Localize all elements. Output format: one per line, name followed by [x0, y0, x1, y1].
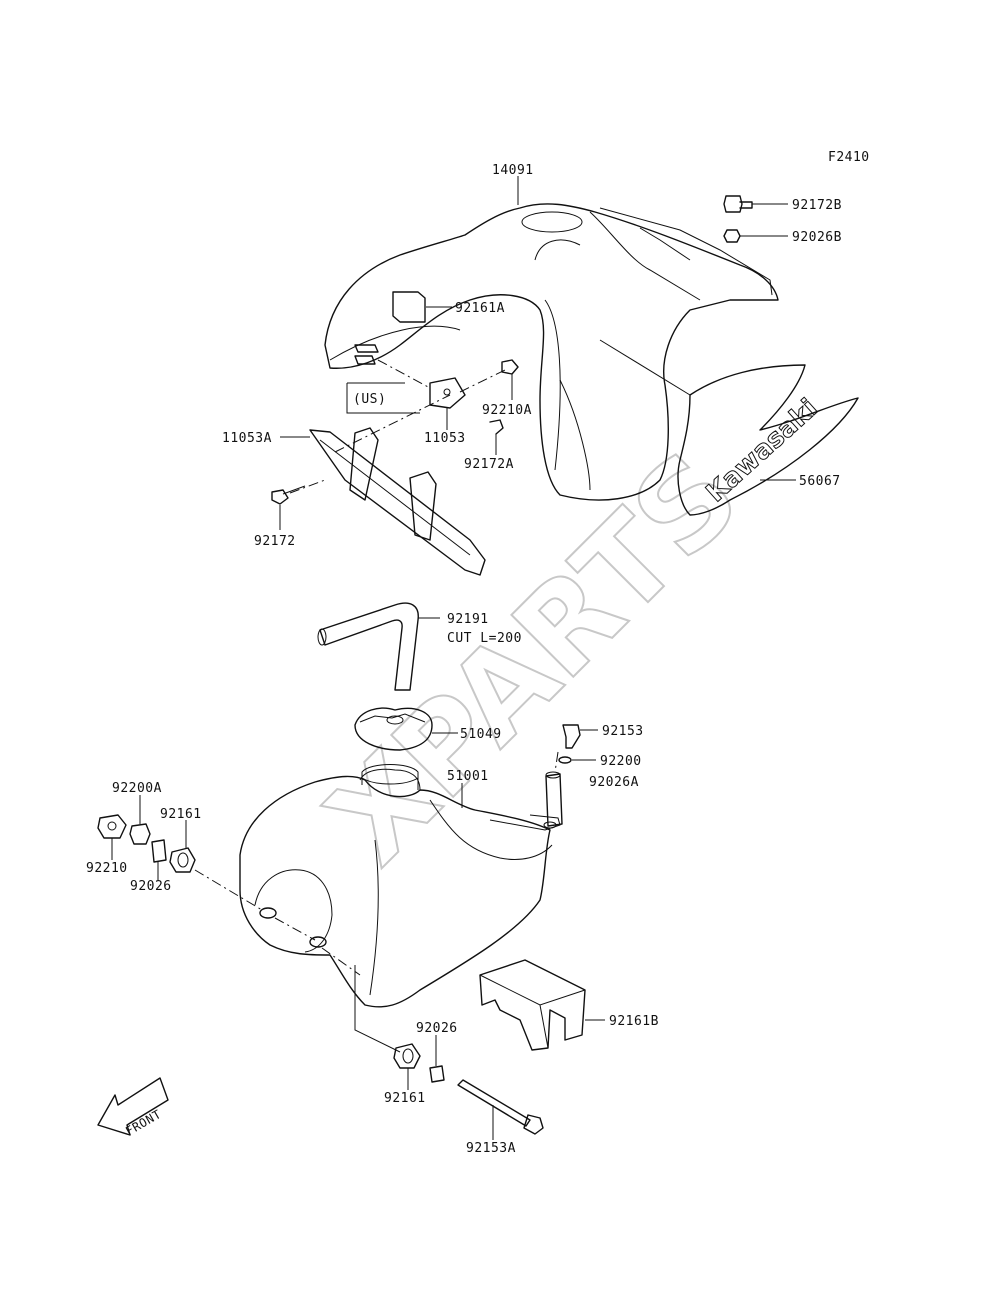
- part-labels: 14091 92172B 92026B 92161A (US) 92210A 1…: [86, 163, 842, 1156]
- label-11053A: 11053A: [222, 431, 272, 446]
- brand-text: Kawasaki: [701, 393, 824, 508]
- label-92161B: 92161B: [609, 1014, 659, 1029]
- label-92210: 92210: [86, 861, 128, 876]
- grommet-92161-bottom: [393, 1043, 421, 1069]
- collar-92026A: [545, 771, 563, 827]
- nut-92210A: [501, 359, 519, 375]
- label-92026-left: 92026: [130, 879, 172, 894]
- bracket-11053: [429, 377, 466, 409]
- label-92200: 92200: [600, 754, 642, 769]
- label-92200A: 92200A: [112, 781, 162, 796]
- bolt-92172A: [489, 419, 504, 435]
- washer-92200A: [129, 823, 151, 845]
- label-92161-bottom: 92161: [384, 1091, 426, 1106]
- label-51001: 51001: [447, 769, 489, 784]
- label-92191: 92191: [447, 612, 489, 627]
- label-92026B: 92026B: [792, 230, 842, 245]
- label-11053: 11053: [424, 431, 466, 446]
- front-fender: [324, 203, 779, 501]
- assembly-line: [459, 369, 506, 393]
- watermark: XPARTS: [302, 426, 766, 890]
- label-92172B: 92172B: [792, 198, 842, 213]
- label-92161-left: 92161: [160, 807, 202, 822]
- front-label: FRONT: [123, 1107, 163, 1138]
- grommet-92161-left: [169, 847, 196, 873]
- label-92172A: 92172A: [464, 457, 514, 472]
- bracket-11053A: [309, 427, 486, 576]
- label-92026A: 92026A: [589, 775, 639, 790]
- nut-92026B: [723, 229, 741, 243]
- figure-code: F2410: [828, 150, 870, 165]
- leader-lines: [111, 176, 796, 1140]
- label-92172: 92172: [254, 534, 296, 549]
- assembly-line: [377, 359, 431, 389]
- us-bracket-frame: [346, 383, 420, 414]
- label-cut-length: CUT L=200: [447, 631, 522, 646]
- assembly-line: [554, 751, 559, 773]
- bolt-92172: [271, 485, 306, 505]
- nut-92210: [97, 814, 127, 839]
- label-14091: 14091: [492, 163, 534, 178]
- collar-92026-bottom: [429, 1065, 445, 1083]
- cap-51049: [354, 707, 433, 751]
- washer-92200: [558, 756, 572, 764]
- assembly-line: [274, 917, 316, 941]
- label-92153A: 92153A: [466, 1141, 516, 1156]
- label-92161A: 92161A: [455, 301, 505, 316]
- label-56067: 56067: [799, 474, 841, 489]
- bolt-92153: [562, 724, 581, 749]
- label-51049: 51049: [460, 727, 502, 742]
- holder-92161B: [479, 959, 586, 1051]
- collar-92026-left: [151, 839, 167, 863]
- hose-92191: [317, 602, 419, 691]
- label-92210A: 92210A: [482, 403, 532, 418]
- bolt-92153A: [457, 1079, 544, 1135]
- assembly-line: [289, 479, 326, 494]
- assembly-line: [334, 394, 451, 453]
- bolt-92172B: [723, 195, 753, 213]
- label-92026-bottom: 92026: [416, 1021, 458, 1036]
- assembly-line: [194, 869, 263, 911]
- assembly-line: [354, 965, 401, 1053]
- label-us: (US): [353, 392, 386, 407]
- label-92153: 92153: [602, 724, 644, 739]
- front-arrow-icon: FRONT: [97, 1077, 169, 1138]
- assembly-line: [321, 947, 361, 976]
